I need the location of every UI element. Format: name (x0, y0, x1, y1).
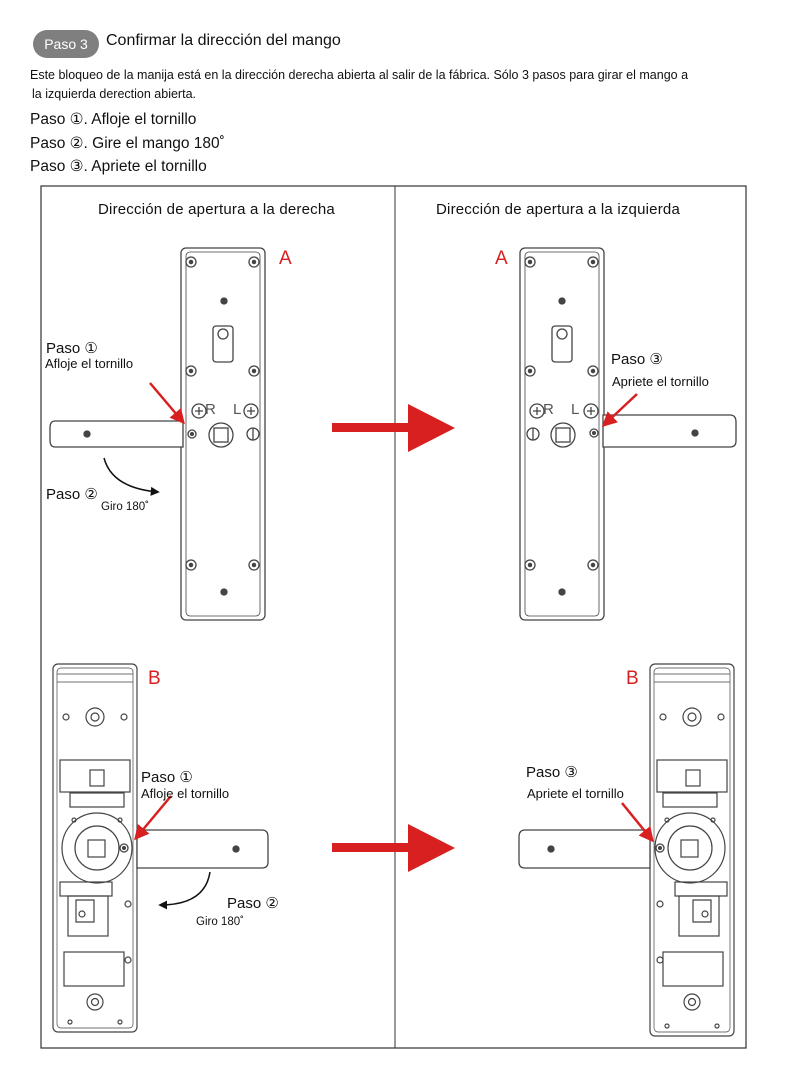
steps-list: Paso ①. Afloje el tornillo Paso ②. Gire … (30, 108, 225, 179)
annotation-a-left-step2: Paso ② (46, 486, 98, 503)
annotation-b-left-step1-desc: Afloje el tornillo (141, 786, 230, 801)
handle-b-right (518, 829, 665, 869)
step-title: Confirmar la dirección del mango (106, 32, 341, 49)
annotation-b-right-step3: Paso ③ (526, 764, 578, 781)
handle-b-left (119, 829, 269, 869)
marker-a-right: A (495, 248, 508, 269)
marker-b-right: B (626, 668, 639, 689)
intro-line-1: Este bloqueo de la manija está en la dir… (30, 68, 689, 82)
handle-a-right (589, 414, 737, 448)
annotation-b-left-step2-desc: Giro 180˚ (196, 916, 244, 928)
arrow-step1-a-left (149, 382, 185, 425)
annotation-b-left-step2: Paso ② (227, 895, 279, 912)
step-item-1: Paso ①. Afloje el tornillo (30, 111, 197, 128)
transition-arrow-top (332, 404, 455, 452)
diagram-frame (40, 185, 747, 1049)
marker-b-left: B (148, 668, 161, 689)
plate-letter-l-right: L (571, 401, 580, 418)
arrow-step3-a-right (601, 393, 638, 428)
heading-right-opening: Dirección de apertura a la derecha (98, 201, 335, 218)
rotate-arrow-a-left (103, 457, 160, 496)
plate-letter-l-left: L (233, 401, 242, 418)
plate-letter-r-right: R (543, 401, 554, 418)
heading-left-opening: Dirección de apertura a la izquierda (436, 201, 680, 218)
annotation-a-left-step1: Paso ① (46, 340, 98, 357)
handle-a-left (49, 420, 197, 448)
annotation-a-left-step1-desc: Afloje el tornillo (45, 356, 134, 371)
annotation-b-right-step3-desc: Apriete el tornillo (527, 786, 624, 801)
lock-body-b-right (649, 663, 735, 1037)
annotation-a-right-step3: Paso ③ (611, 351, 663, 368)
lock-body-b-left (52, 663, 138, 1033)
transition-arrow-bottom (332, 824, 455, 872)
step-item-3: Paso ③. Apriete el tornillo (30, 158, 207, 175)
annotation-a-left-step2-desc: Giro 180˚ (101, 501, 149, 513)
annotation-b-left-step1: Paso ① (141, 769, 193, 786)
intro-line-2: la izquierda derection abierta. (32, 87, 196, 101)
step-badge: Paso 3 (33, 30, 99, 58)
lock-plate-a-right (519, 247, 605, 621)
rotate-arrow-b-left (158, 871, 211, 910)
arrow-step3-b-right (621, 802, 654, 843)
intro-text: Este bloqueo de la manija está en la dir… (30, 66, 770, 104)
annotation-a-right-step3-desc: Apriete el tornillo (612, 374, 709, 389)
step-item-2: Paso ②. Gire el mango 180˚ (30, 134, 225, 152)
plate-letter-r-left: R (205, 401, 216, 418)
arrow-step1-b-left (134, 795, 172, 841)
marker-a-left: A (279, 248, 292, 269)
